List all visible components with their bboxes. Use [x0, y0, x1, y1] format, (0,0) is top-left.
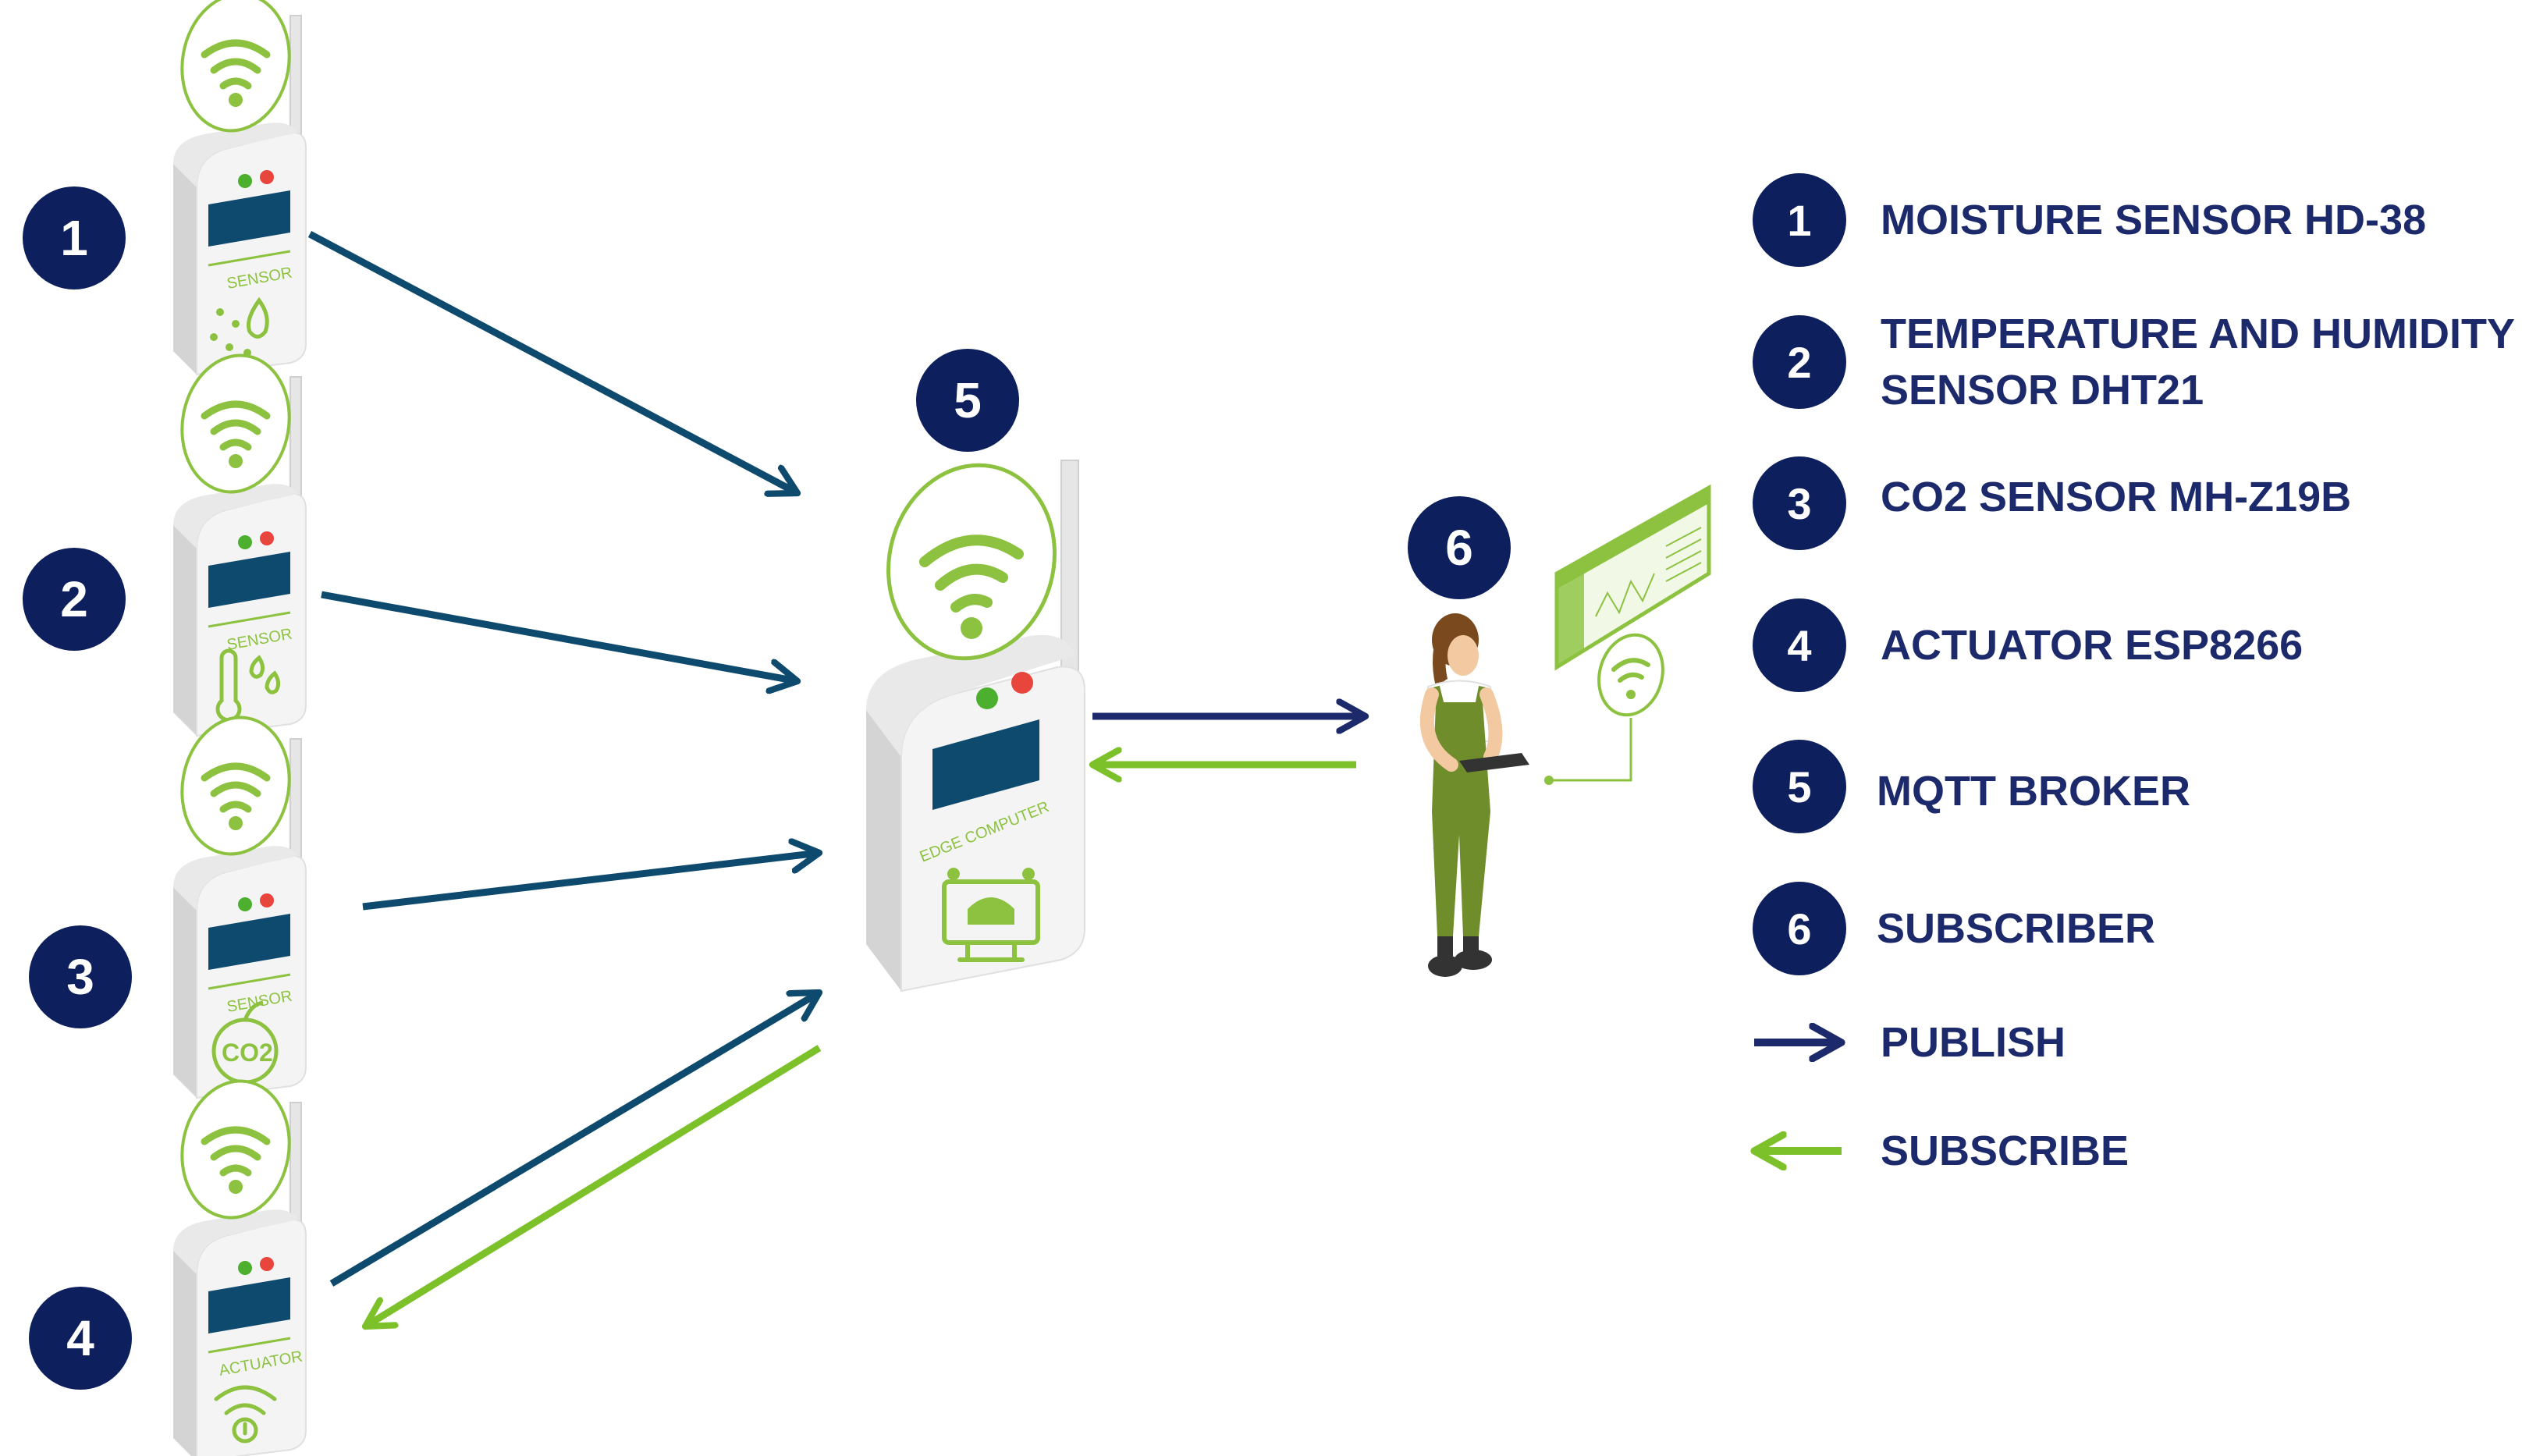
svg-text:6: 6: [1787, 904, 1811, 954]
badge-4: 4: [29, 1287, 132, 1390]
temperature-humidity-sensor-device: SENSOR: [172, 347, 306, 736]
svg-text:1: 1: [1787, 196, 1811, 245]
legend-item-3: 3 CO2 SENSOR MH-Z19B: [1753, 456, 2351, 550]
legend-subscribe: SUBSCRIBE: [1754, 1128, 2129, 1174]
legend-publish-label: PUBLISH: [1881, 1019, 2066, 1066]
legend-item-2: 2 TEMPERATURE AND HUMIDITY SENSOR DHT21: [1753, 311, 2515, 414]
legend-subscribe-label: SUBSCRIBE: [1881, 1128, 2129, 1174]
svg-text:5: 5: [954, 372, 982, 428]
legend-label-2-line2: SENSOR DHT21: [1881, 367, 2204, 414]
co2-label: CO2: [222, 1039, 273, 1067]
svg-text:1: 1: [60, 210, 88, 266]
publish-arrow-2: [321, 591, 797, 681]
badge-6: 6: [1408, 496, 1511, 599]
legend-label-1: MOISTURE SENSOR HD-38: [1881, 197, 2426, 243]
badge-1: 1: [23, 186, 126, 289]
badge-2: 2: [23, 548, 126, 651]
subscribe-arrow-4: [365, 1045, 822, 1326]
svg-text:4: 4: [1787, 621, 1811, 670]
legend-label-6: SUBSCRIBER: [1877, 905, 2155, 952]
legend: 1 MOISTURE SENSOR HD-38 2 TEMPERATURE AN…: [1753, 173, 2515, 1174]
legend-item-6: 6 SUBSCRIBER: [1753, 882, 2155, 975]
publish-arrow-3: [362, 853, 819, 911]
dashboard-screen: [1544, 484, 1711, 785]
svg-text:2: 2: [1787, 338, 1811, 387]
badge-5: 5: [916, 349, 1019, 452]
legend-label-3: CO2 SENSOR MH-Z19B: [1881, 474, 2351, 520]
legend-label-2-line1: TEMPERATURE AND HUMIDITY: [1881, 311, 2515, 357]
co2-sensor-device: SENSOR CO2: [172, 709, 306, 1098]
legend-item-4: 4 ACTUATOR ESP8266: [1753, 598, 2303, 692]
subscriber-person: [1419, 613, 1529, 977]
legend-label-4: ACTUATOR ESP8266: [1881, 622, 2303, 669]
legend-publish: PUBLISH: [1754, 1019, 2066, 1066]
edge-computer-device: EDGE COMPUTER: [866, 460, 1085, 993]
legend-label-5: MQTT BROKER: [1877, 768, 2190, 815]
svg-text:4: 4: [66, 1310, 94, 1366]
publish-arrow-4: [329, 993, 819, 1287]
moisture-sensor-device: SENSOR: [172, 0, 306, 375]
actuator-device: ACTUATOR: [172, 1073, 306, 1456]
svg-text:3: 3: [66, 949, 94, 1005]
legend-item-1: 1 MOISTURE SENSOR HD-38: [1753, 173, 2426, 267]
publish-arrow-1: [307, 231, 797, 493]
svg-text:5: 5: [1787, 762, 1811, 811]
svg-text:2: 2: [60, 571, 88, 627]
svg-text:3: 3: [1787, 479, 1811, 528]
badge-3: 3: [29, 925, 132, 1028]
svg-text:6: 6: [1445, 520, 1473, 576]
legend-item-5: 5 MQTT BROKER: [1753, 740, 2190, 833]
